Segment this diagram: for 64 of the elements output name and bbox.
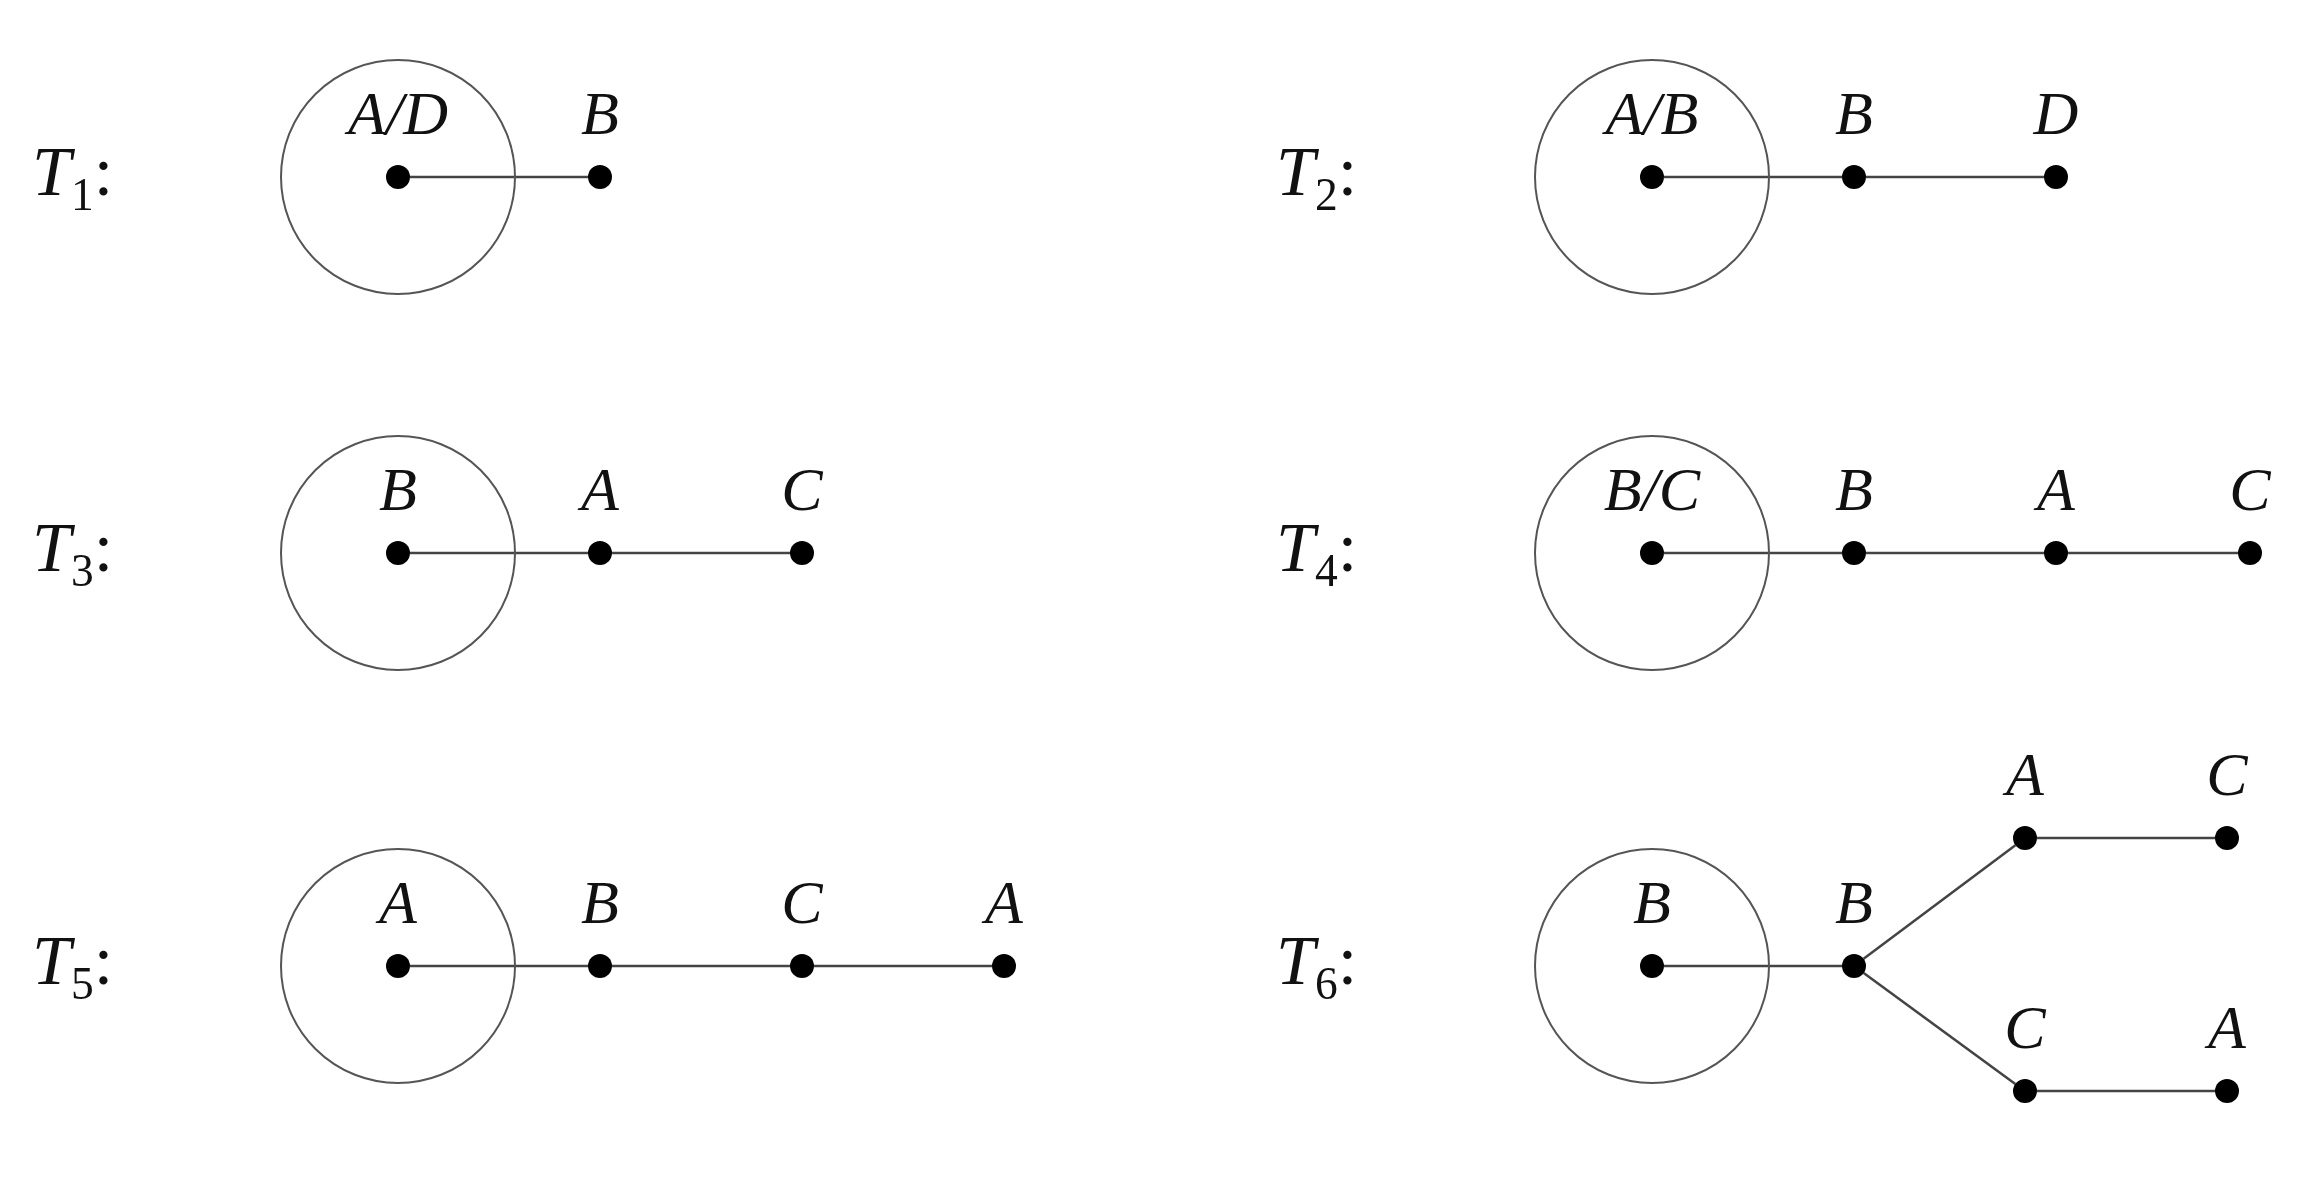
vertex-label: C — [2206, 743, 2248, 805]
tree-edge — [1862, 972, 2017, 1085]
vertex-dot — [2044, 541, 2068, 565]
tree-edge — [1664, 551, 1842, 555]
root-circle — [1534, 59, 1770, 295]
vertex-dot — [2238, 541, 2262, 565]
tree-edge — [410, 551, 588, 555]
vertex-label: C — [2004, 996, 2046, 1058]
root-circle — [280, 435, 516, 671]
vertex-label: B — [1633, 871, 1671, 933]
root-circle — [280, 59, 516, 295]
vertex-dot — [588, 541, 612, 565]
tree-edge — [612, 964, 790, 968]
tree-name-label: T$_{4}$: — [1276, 512, 1358, 594]
vertex-dot — [790, 954, 814, 978]
vertex-label: B — [379, 458, 417, 520]
vertex-label: C — [2229, 458, 2271, 520]
tree-name-label: T$_{3}$: — [32, 512, 114, 594]
vertex-dot — [790, 541, 814, 565]
vertex-label: B — [581, 82, 619, 144]
vertex-label: D — [2033, 82, 2079, 144]
vertex-dot — [385, 953, 410, 978]
tree-name-label: T$_{6}$: — [1276, 925, 1358, 1007]
tree-edge — [1664, 175, 1842, 179]
tree-edge — [1862, 844, 2017, 960]
vertex-dot — [2044, 165, 2068, 189]
vertex-dot — [1639, 953, 1664, 978]
root-circle — [280, 848, 516, 1084]
vertex-label: C — [781, 458, 823, 520]
vertex-label: C — [781, 871, 823, 933]
tree-edge — [1866, 551, 2044, 555]
tree-name-label: T$_{1}$: — [32, 136, 114, 218]
vertex-dot — [2013, 1079, 2037, 1103]
vertex-dot — [1639, 540, 1664, 565]
vertex-dot — [588, 954, 612, 978]
vertex-dot — [2215, 1079, 2239, 1103]
vertex-label: B — [581, 871, 619, 933]
vertex-label: B/C — [1603, 458, 1701, 520]
vertex-dot — [992, 954, 1016, 978]
tree-edge — [410, 964, 588, 968]
tree-edge — [1866, 175, 2044, 179]
tree-edge — [410, 175, 588, 179]
vertex-dot — [385, 540, 410, 565]
tree-edge — [1664, 964, 1842, 968]
tree-edge — [612, 551, 790, 555]
tree-edge — [814, 964, 992, 968]
vertex-label: B — [1835, 82, 1873, 144]
vertex-dot — [1842, 165, 1866, 189]
vertex-label: B — [1835, 871, 1873, 933]
tree-edge — [2037, 836, 2215, 840]
tree-name-label: T$_{2}$: — [1276, 136, 1358, 218]
vertex-dot — [2215, 826, 2239, 850]
vertex-dot — [1842, 541, 1866, 565]
root-circle — [1534, 848, 1770, 1084]
vertex-dot — [1842, 954, 1866, 978]
vertex-label: B — [1835, 458, 1873, 520]
tree-name-label: T$_{5}$: — [32, 925, 114, 1007]
root-circle — [1534, 435, 1770, 671]
vertex-dot — [588, 165, 612, 189]
tree-edge — [2037, 1089, 2215, 1093]
tree-edge — [2068, 551, 2238, 555]
vertex-dot — [2013, 826, 2037, 850]
vertex-dot — [385, 164, 410, 189]
vertex-dot — [1639, 164, 1664, 189]
